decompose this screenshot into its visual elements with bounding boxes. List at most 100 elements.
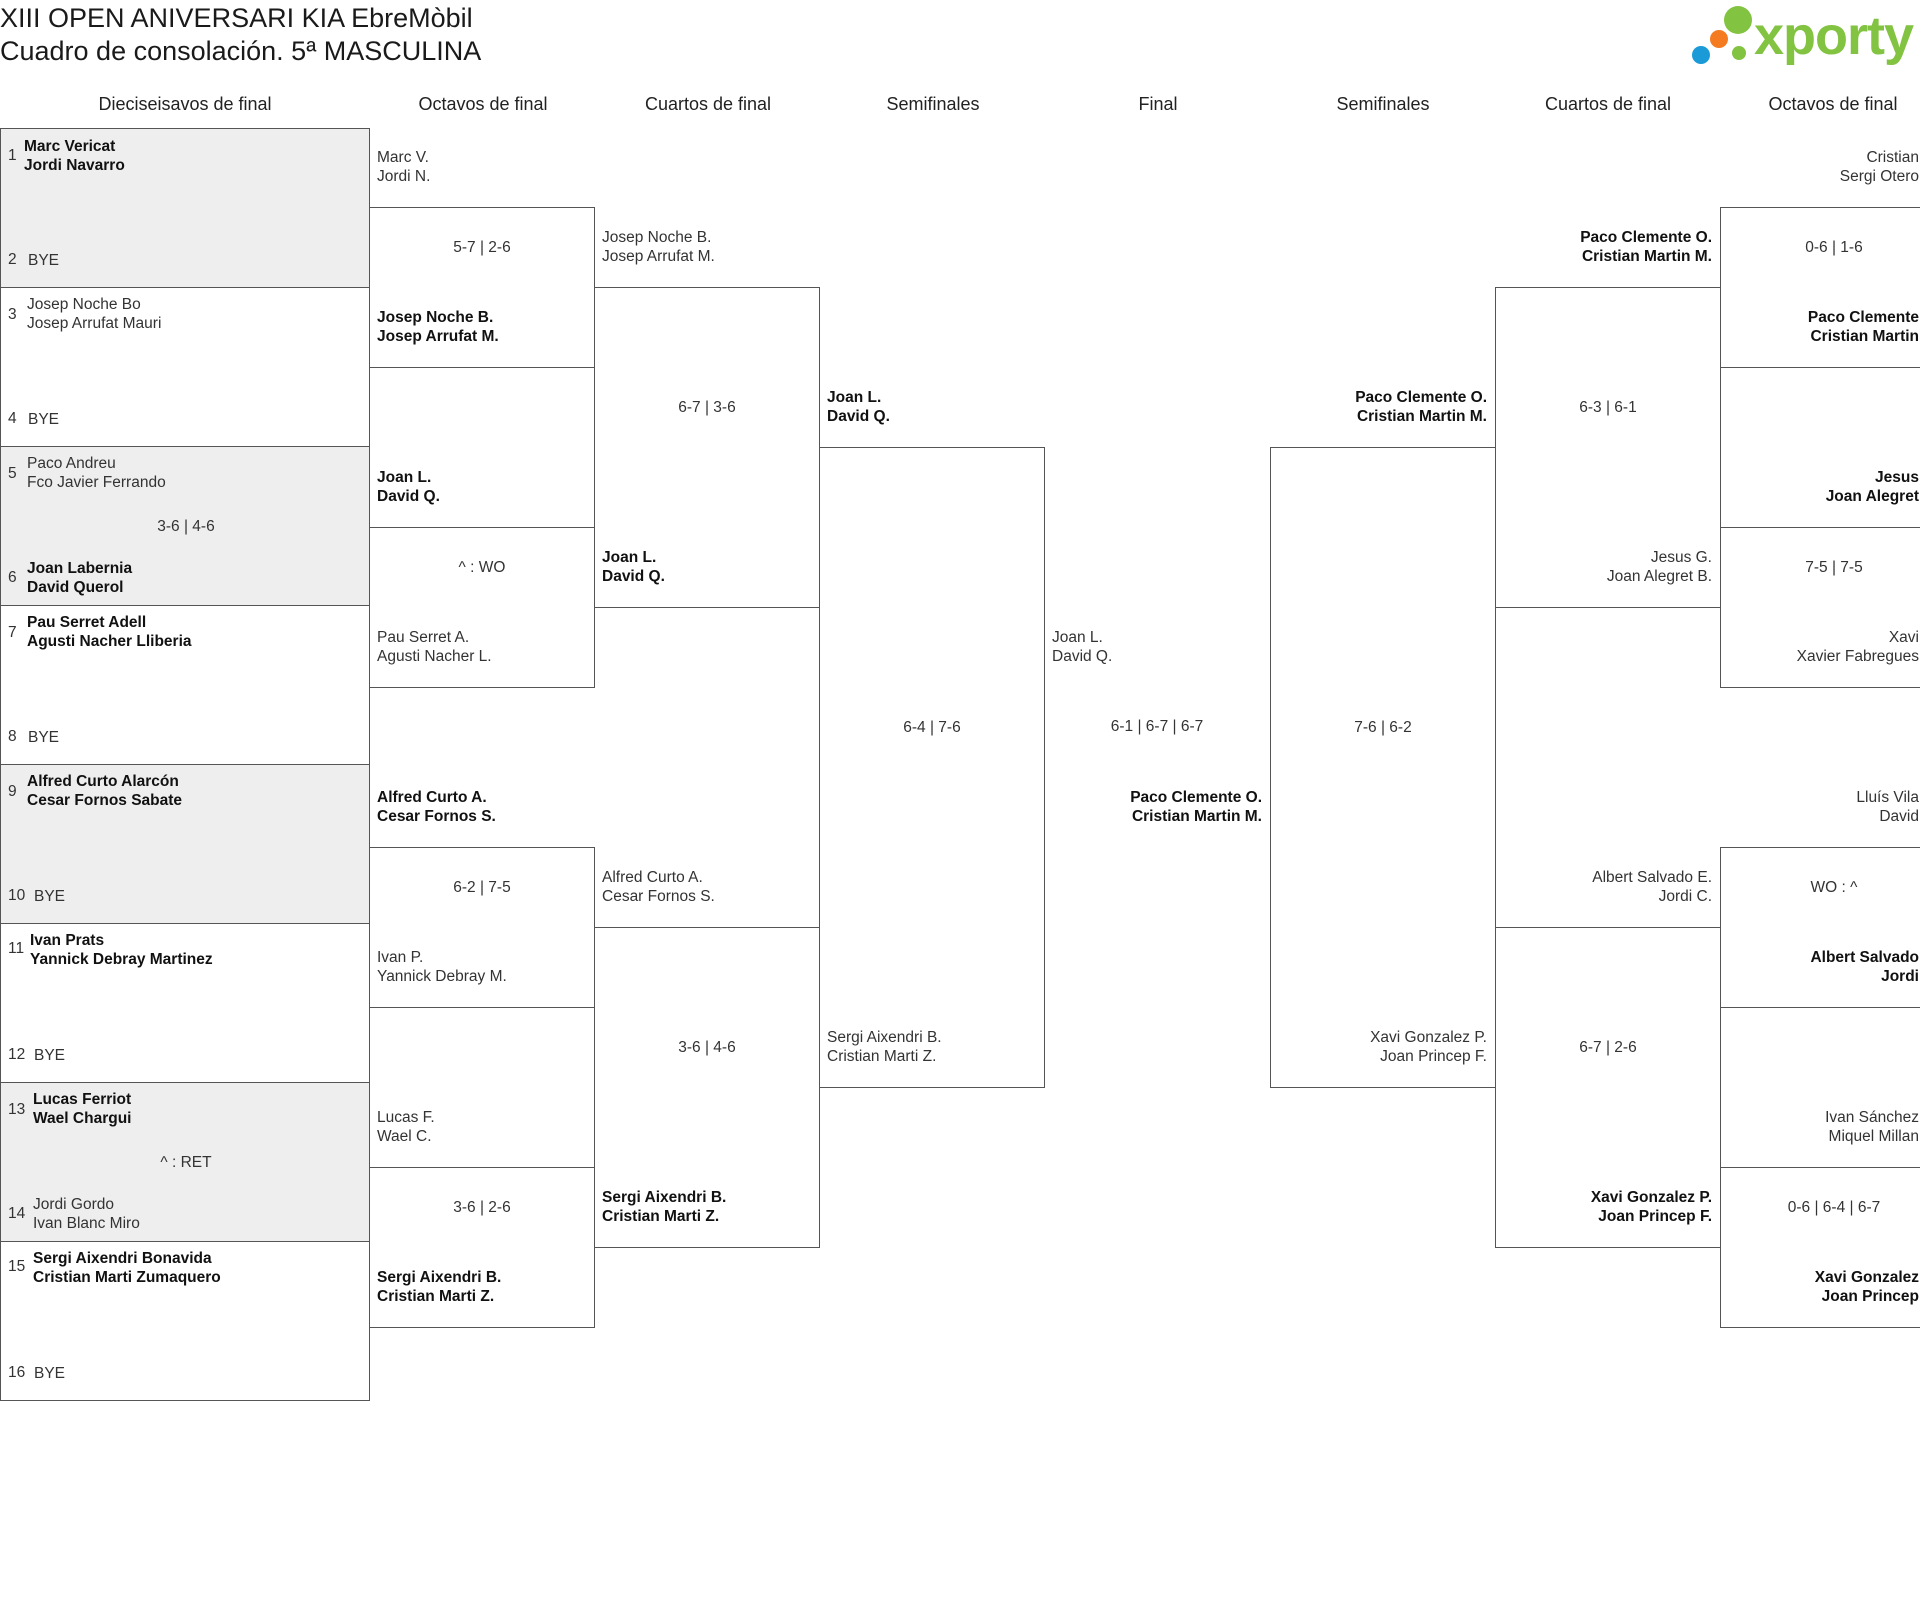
team-name: Alfred Curto A. [602,869,703,886]
team-name: Josep Noche B. [377,309,494,326]
player-name: Jordi Gordo [33,1196,114,1213]
team-name: Sergi Aixendri B. [602,1189,727,1206]
seed-number: 9 [8,783,17,800]
player-name: Jordi Navarro [24,157,125,174]
r32-match-8: 15 Sergi Aixendri Bonavida Cristian Mart… [0,1241,370,1401]
team-name: Josep Noche B. [602,229,712,246]
seed-number: 16 [8,1364,26,1381]
seed-number: 15 [8,1258,26,1275]
player-name: Paco Andreu [27,455,116,472]
round-header-r16: Octavos de final [418,94,548,114]
bye-label: BYE [28,252,60,269]
team-name: Albert Salvado E. [1592,869,1712,886]
player-name: Lucas Ferriot [33,1091,132,1108]
player-name: David Querol [27,579,124,596]
team-name: David Q. [1052,648,1113,665]
team-name: Wael C. [377,1128,432,1145]
round-header-qf: Cuartos de final [644,94,772,114]
r32-match-7: 13 Lucas Ferriot Wael Chargui ^ : RET 14… [0,1082,370,1242]
team-name: Paco Clemente [1807,309,1919,326]
team-name: Miquel Millan [1828,1128,1919,1145]
round-header-qf-right: Cuartos de final [1544,94,1672,114]
team-name: Agusti Nacher L. [377,648,492,665]
seed-number: 13 [8,1101,26,1118]
seed-number: 10 [8,887,26,904]
round-header-r16-right: Octavos de final [1768,94,1898,114]
tournament-title: XIII OPEN ANIVERSARI KIA EbreMòbil [0,3,473,33]
qf-match-3: 6-3 | 6-1 [1495,287,1721,608]
team-name: Cristian Martin M. [1356,408,1487,425]
team-name: David Q. [602,568,665,585]
player-name: Wael Chargui [33,1110,132,1127]
player-name: Joan Labernia [27,560,133,577]
team-name: Joan Princep [1821,1288,1919,1305]
seed-number: 6 [8,569,17,586]
sf-match-2: 7-6 | 6-2 [1270,447,1496,1088]
team-name: Yannick Debray M. [377,968,507,985]
team-name: Joan Alegret B. [1606,568,1712,585]
bye-label: BYE [28,411,60,428]
logo-dot-orange [1710,30,1728,48]
player-name: Agusti Nacher Lliberia [27,633,192,650]
team-name: Xavi [1888,629,1919,646]
round-header-final: Final [1138,94,1178,114]
r32-match-5: 9 Alfred Curto Alarcón Cesar Fornos Saba… [0,764,370,924]
final-score: 6-1 | 6-7 | 6-7 [1110,718,1204,735]
team-name: Cristian Martin [1810,328,1919,345]
seed-number: 12 [8,1046,26,1063]
round-header-sf: Semifinales [886,94,980,114]
match-score: 6-4 | 7-6 [903,719,961,736]
team-name: Cristian [1866,149,1919,166]
seed-number: 4 [8,410,17,427]
team-name: David Q. [827,408,890,425]
player-name: Cristian Marti Zumaquero [33,1269,221,1286]
match-score: 7-6 | 6-2 [1354,719,1412,736]
bye-label: BYE [34,888,66,905]
player-name: Sergi Aixendri Bonavida [33,1250,212,1267]
r32-match-2: 3 Josep Noche Bo Josep Arrufat Mauri 4 B… [0,287,370,447]
seed-number: 5 [8,465,17,482]
team-name: Cesar Fornos S. [377,808,496,825]
team-name: Xavi Gonzalez P. [1370,1029,1487,1046]
team-name: Cristian Marti Z. [827,1048,937,1065]
player-name: Marc Vericat [24,138,116,155]
team-name: Cristian Marti Z. [602,1208,720,1225]
team-name: Lluís Vila [1856,789,1919,806]
qf-match-4: 6-7 | 2-6 [1495,927,1721,1248]
team-name: Joan L. [377,469,432,486]
team-name: Sergi Aixendri B. [377,1269,502,1286]
player-name: Fco Javier Ferrando [27,474,166,491]
seed-number: 3 [8,306,17,323]
player-name: Josep Arrufat Mauri [27,315,162,332]
team-name: Xavier Fabregues [1796,648,1919,665]
seed-number: 14 [8,1205,26,1222]
match-score: 0-6 | 1-6 [1805,239,1863,256]
match-score: 3-6 | 4-6 [678,1039,736,1056]
match-score: ^ : RET [160,1154,212,1171]
player-name: Cesar Fornos Sabate [27,792,183,809]
match-score: 5-7 | 2-6 [453,239,511,256]
team-name: Lucas F. [377,1109,435,1126]
player-name: Josep Noche Bo [27,296,141,313]
seed-number: 2 [8,251,17,268]
r16-match-6: 7-5 | 7-5 [1720,527,1920,688]
logo-wordmark: xporty [1754,6,1914,66]
team-name: Albert Salvado [1810,949,1919,966]
player-name: Ivan Prats [30,932,105,949]
bye-label: BYE [34,1047,66,1064]
r32-match-4: 7 Pau Serret Adell Agusti Nacher Lliberi… [0,605,370,765]
r16-match-7: WO : ^ [1720,847,1920,1008]
player-name: Ivan Blanc Miro [33,1215,140,1232]
seed-number: 7 [8,624,17,641]
team-name: Marc V. [377,149,429,166]
match-score: 3-6 | 4-6 [157,518,215,535]
team-name: David [1879,808,1919,825]
team-name: Cristian Marti Z. [377,1288,495,1305]
champion-team-name: Cristian Martin M. [1131,808,1262,825]
team-name: Alfred Curto A. [377,789,487,806]
xporty-logo[interactable]: xporty [1690,2,1920,74]
team-name: Jordi C. [1658,888,1712,905]
team-name: Josep Arrufat M. [602,248,715,265]
r16-match-8: 0-6 | 6-4 | 6-7 [1720,1167,1920,1328]
match-score: 6-3 | 6-1 [1579,399,1637,416]
